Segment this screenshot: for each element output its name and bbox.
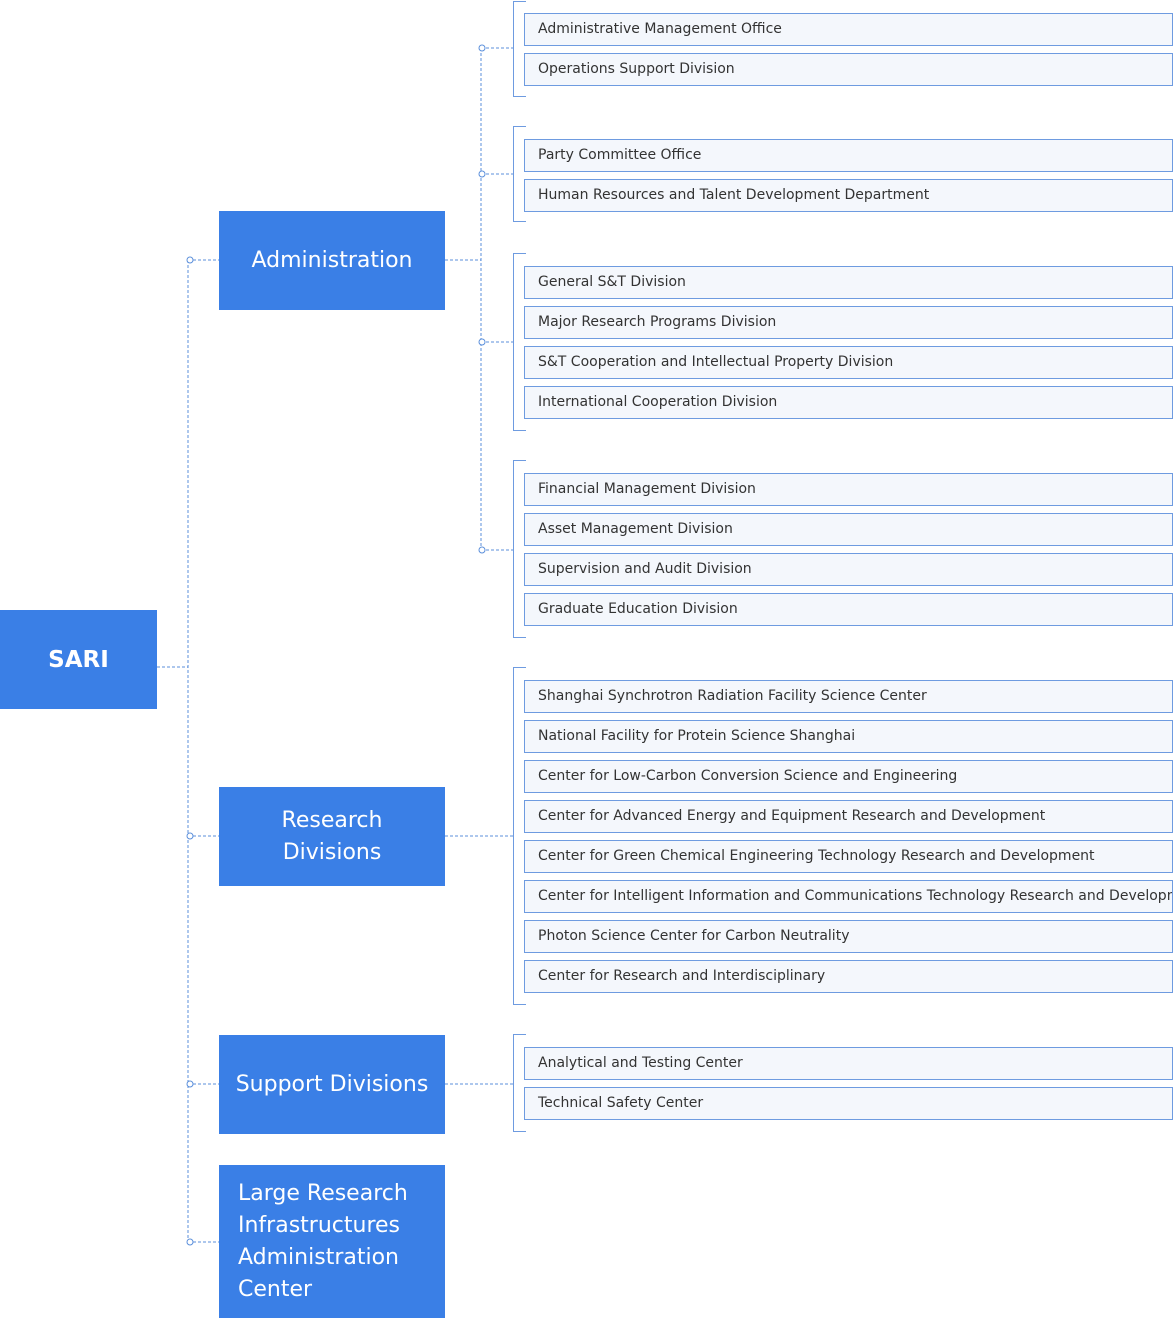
leaf-item[interactable]: Center for Advanced Energy and Equipment… (524, 800, 1173, 833)
leaf-item[interactable]: Center for Green Chemical Engineering Te… (524, 840, 1173, 873)
leaf-item[interactable]: Administrative Management Office (524, 13, 1173, 46)
leaf-item[interactable]: Shanghai Synchrotron Radiation Facility … (524, 680, 1173, 713)
connector-dot-admin-group-2 (478, 170, 486, 178)
group-bracket-admin-1 (513, 1, 526, 97)
leaf-item[interactable]: General S&T Division (524, 266, 1173, 299)
connector-dot-support (186, 1080, 194, 1088)
leaf-item[interactable]: Center for Intelligent Information and C… (524, 880, 1173, 913)
connector-dot-infrastructure (186, 1238, 194, 1246)
leaf-item[interactable]: Center for Research and Interdisciplinar… (524, 960, 1173, 993)
leaf-item[interactable]: Technical Safety Center (524, 1087, 1173, 1120)
connector-dot-administration (186, 256, 194, 264)
group-bracket-admin-2 (513, 126, 526, 222)
branch-node-research-divisions[interactable]: Research Divisions (219, 787, 445, 886)
connector-dot-admin-group-3 (478, 338, 486, 346)
root-label: SARI (48, 646, 109, 673)
branch-label-support-divisions: Support Divisions (235, 1071, 429, 1097)
leaf-item[interactable]: Photon Science Center for Carbon Neutral… (524, 920, 1173, 953)
group-bracket-support (513, 1034, 526, 1132)
branch-node-administration[interactable]: Administration (219, 211, 445, 310)
leaf-item[interactable]: Graduate Education Division (524, 593, 1173, 626)
leaf-item[interactable]: Asset Management Division (524, 513, 1173, 546)
branch-label-large-research-infrastructures: Large Research Infrastructures Administr… (238, 1180, 408, 1302)
leaf-item[interactable]: S&T Cooperation and Intellectual Propert… (524, 346, 1173, 379)
group-bracket-admin-4 (513, 460, 526, 638)
leaf-item[interactable]: Human Resources and Talent Development D… (524, 179, 1173, 212)
root-node-sari[interactable]: SARI (0, 610, 157, 709)
connector-dot-research (186, 832, 194, 840)
connector-dot-admin-group-1 (478, 44, 486, 52)
branch-label-administration: Administration (251, 247, 413, 273)
leaf-item[interactable]: Analytical and Testing Center (524, 1047, 1173, 1080)
leaf-item[interactable]: National Facility for Protein Science Sh… (524, 720, 1173, 753)
branch-node-support-divisions[interactable]: Support Divisions (219, 1035, 445, 1134)
leaf-item[interactable]: Major Research Programs Division (524, 306, 1173, 339)
leaf-item[interactable]: Party Committee Office (524, 139, 1173, 172)
leaf-item[interactable]: Financial Management Division (524, 473, 1173, 506)
branch-label-research-divisions: Research Divisions (281, 807, 383, 865)
leaf-item[interactable]: Center for Low-Carbon Conversion Science… (524, 760, 1173, 793)
group-bracket-research (513, 667, 526, 1005)
group-bracket-admin-3 (513, 253, 526, 431)
leaf-item[interactable]: Operations Support Division (524, 53, 1173, 86)
leaf-item[interactable]: International Cooperation Division (524, 386, 1173, 419)
connector-dot-admin-group-4 (478, 546, 486, 554)
leaf-item[interactable]: Supervision and Audit Division (524, 553, 1173, 586)
branch-node-large-research-infrastructures[interactable]: Large Research Infrastructures Administr… (219, 1165, 445, 1318)
